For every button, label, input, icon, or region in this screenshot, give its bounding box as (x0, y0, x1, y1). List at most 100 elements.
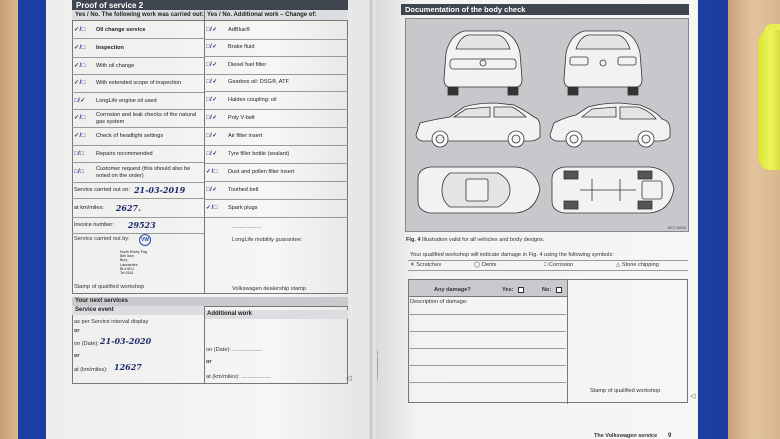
yes-no-checkbox[interactable]: ✓/□ (74, 80, 86, 86)
mileage-value[interactable]: 2627. (115, 202, 141, 213)
yes-no-checkbox[interactable]: ✓/□ (74, 26, 86, 33)
car-right-side-view (549, 102, 671, 148)
yes-no-checkbox[interactable]: □/✓ (206, 115, 218, 121)
yes-no-checkbox[interactable]: □/✓ (206, 133, 218, 139)
symbols-underline (408, 270, 688, 271)
invoice-value[interactable]: 29523 (127, 220, 156, 230)
any-damage-label: Any damage? (434, 287, 471, 293)
symbol-corrosion: □ Corrosion (544, 262, 574, 268)
page-number: 9 (668, 433, 672, 439)
additional-work-label: AdBlue® (228, 27, 251, 33)
yes-no-checkbox[interactable]: □/□ (74, 150, 85, 157)
service-row-label: Check of headlight settings (96, 133, 164, 139)
service-date-value[interactable]: 21-03-2019 (133, 185, 186, 195)
yes-no-checkbox[interactable]: ✓/□ (74, 62, 86, 69)
additional-work-label: Poly V-belt (228, 115, 255, 121)
service-row-label: With extended scope of inspection (96, 80, 182, 86)
service-row-label: Oil change service (96, 26, 146, 33)
yes-no-checkbox[interactable]: □/✓ (206, 187, 218, 193)
service-row-label: With oil change (96, 62, 135, 69)
longlife-label: LongLife mobility guarantee: (232, 237, 303, 243)
fig-caption: Illustration valid for all vehicles and … (422, 237, 545, 243)
service-row-label: LongLife engine oil used (96, 97, 157, 104)
yes-no-checkbox[interactable]: ✓/□ (206, 169, 218, 175)
yes-no-checkbox[interactable]: ✓/□ (74, 44, 86, 51)
invoice-row: Invoice number: 29523 (72, 218, 204, 234)
symbol-stone-chipping: △ Stone chipping (616, 262, 659, 268)
next-date-value[interactable]: 21-03-2020 (100, 336, 152, 346)
stamp-line: Bury (120, 258, 128, 263)
right-corner-marker: ◁ (690, 393, 696, 400)
additional-work-row: □/✓Toothed belt (204, 182, 348, 200)
additional-work-label: Dust and pollen filter insert (228, 169, 295, 175)
damage-yes-checkbox[interactable] (518, 287, 524, 293)
car-underside-view (551, 166, 675, 214)
right-stamp-label: Stamp of qualified workshop (590, 388, 661, 394)
desc-line-5[interactable] (408, 382, 566, 383)
desc-line-2[interactable] (408, 331, 566, 332)
car-rear-view (563, 30, 643, 96)
yes-no-checkbox[interactable]: □/✓ (206, 79, 218, 85)
yes-no-checkbox[interactable]: □/✓ (74, 97, 86, 104)
car-body-diagram[interactable]: BYT-0005 (405, 18, 689, 232)
carried-out-by-label: Service carried out by: (74, 236, 130, 242)
damage-no-checkbox[interactable] (556, 287, 562, 293)
or-label-3: or (206, 359, 212, 365)
vw-logo-icon: VW (139, 234, 151, 246)
service-date-row: Service carried out on: 21-03-2019 (72, 183, 204, 199)
service-row: □/✓ LongLife engine oil used (72, 93, 204, 110)
car-front-view (443, 30, 523, 96)
yes-no-checkbox[interactable]: □/✓ (206, 62, 218, 68)
stamp-line: Lancashire (120, 262, 138, 267)
yes-no-checkbox[interactable]: ✓/□ (74, 115, 86, 121)
service-row-label: Inspection (96, 44, 124, 51)
service-row: ✓/□ Check of headlight settings (72, 128, 204, 146)
proof-of-service-header: Proof of service 2 (72, 0, 348, 11)
service-event-label: Service event (72, 306, 204, 315)
damage-divider (567, 280, 568, 404)
service-row: ✓/□ Oil change service (72, 22, 204, 39)
col-right-header: Yes / No. Additional work – Change of: (204, 10, 348, 21)
desc-line-4[interactable] (408, 365, 566, 366)
book-spine (370, 0, 380, 439)
next-km-value[interactable]: 12627 (114, 362, 142, 372)
additional-work-row: □/✓ AdBlue® (204, 22, 348, 40)
as-per-label: as per Service interval display (74, 319, 149, 325)
yes-no-checkbox[interactable]: □/✓ (206, 27, 218, 33)
additional-work-label: Haldex coupling: oil (228, 97, 277, 103)
damage-question-bar (409, 280, 567, 297)
highlighter-pen (758, 30, 780, 170)
yes-no-checkbox[interactable]: □/□ (74, 169, 85, 175)
additional-work-row: □/✓Diesel fuel filter (204, 57, 348, 75)
additional-work-label: Spark plugs (228, 205, 258, 211)
desc-line-3[interactable] (408, 348, 566, 349)
damage-description-label: Description of damage: (410, 299, 468, 305)
service-row-label: Repairs recommended (96, 150, 153, 157)
additional-work-label: Gearbox oil: DSG®, ATF (228, 79, 289, 85)
next-date-label: on (Date): (74, 341, 99, 347)
service-row: ✓/□ Inspection (72, 39, 204, 58)
service-row: ✓/□ With extended scope of inspection (72, 75, 204, 93)
mileage-row: at km/miles: 2627. (72, 199, 204, 218)
additional-work-row: □/✓ Gearbox oil: DSG®, ATF (204, 74, 348, 92)
desc-line-1[interactable] (408, 314, 566, 315)
yes-no-checkbox[interactable]: ✓/□ (206, 205, 218, 211)
yes-no-checkbox[interactable]: □/✓ (206, 97, 218, 103)
fig-caption-prefix: Fig. 4 (406, 237, 421, 243)
yes-no-checkbox[interactable]: ✓/□ (74, 133, 86, 139)
footer-text: The Volkswagen service (594, 433, 658, 439)
yes-no-checkbox[interactable]: □/✓ (206, 151, 218, 157)
service-row: □/□Customer request (this should also be… (72, 163, 204, 183)
stamp-line: BL9 6HJ (120, 266, 134, 271)
or-label-1: or (74, 328, 80, 334)
yes-no-checkbox[interactable]: □/✓ (206, 44, 218, 50)
stamp-line: Bell lane (120, 254, 134, 259)
car-left-side-view (415, 102, 541, 148)
car-views-svg (415, 30, 675, 214)
dots-field: ................... (232, 224, 262, 230)
stamp-line: Tel 0161 (120, 271, 134, 276)
col-left-header: Yes / No. The following work was carried… (72, 10, 204, 21)
additional-work-label: Air filter insert (228, 133, 263, 139)
invoice-label: Invoice number: (74, 222, 114, 228)
next-services-table (72, 306, 348, 384)
